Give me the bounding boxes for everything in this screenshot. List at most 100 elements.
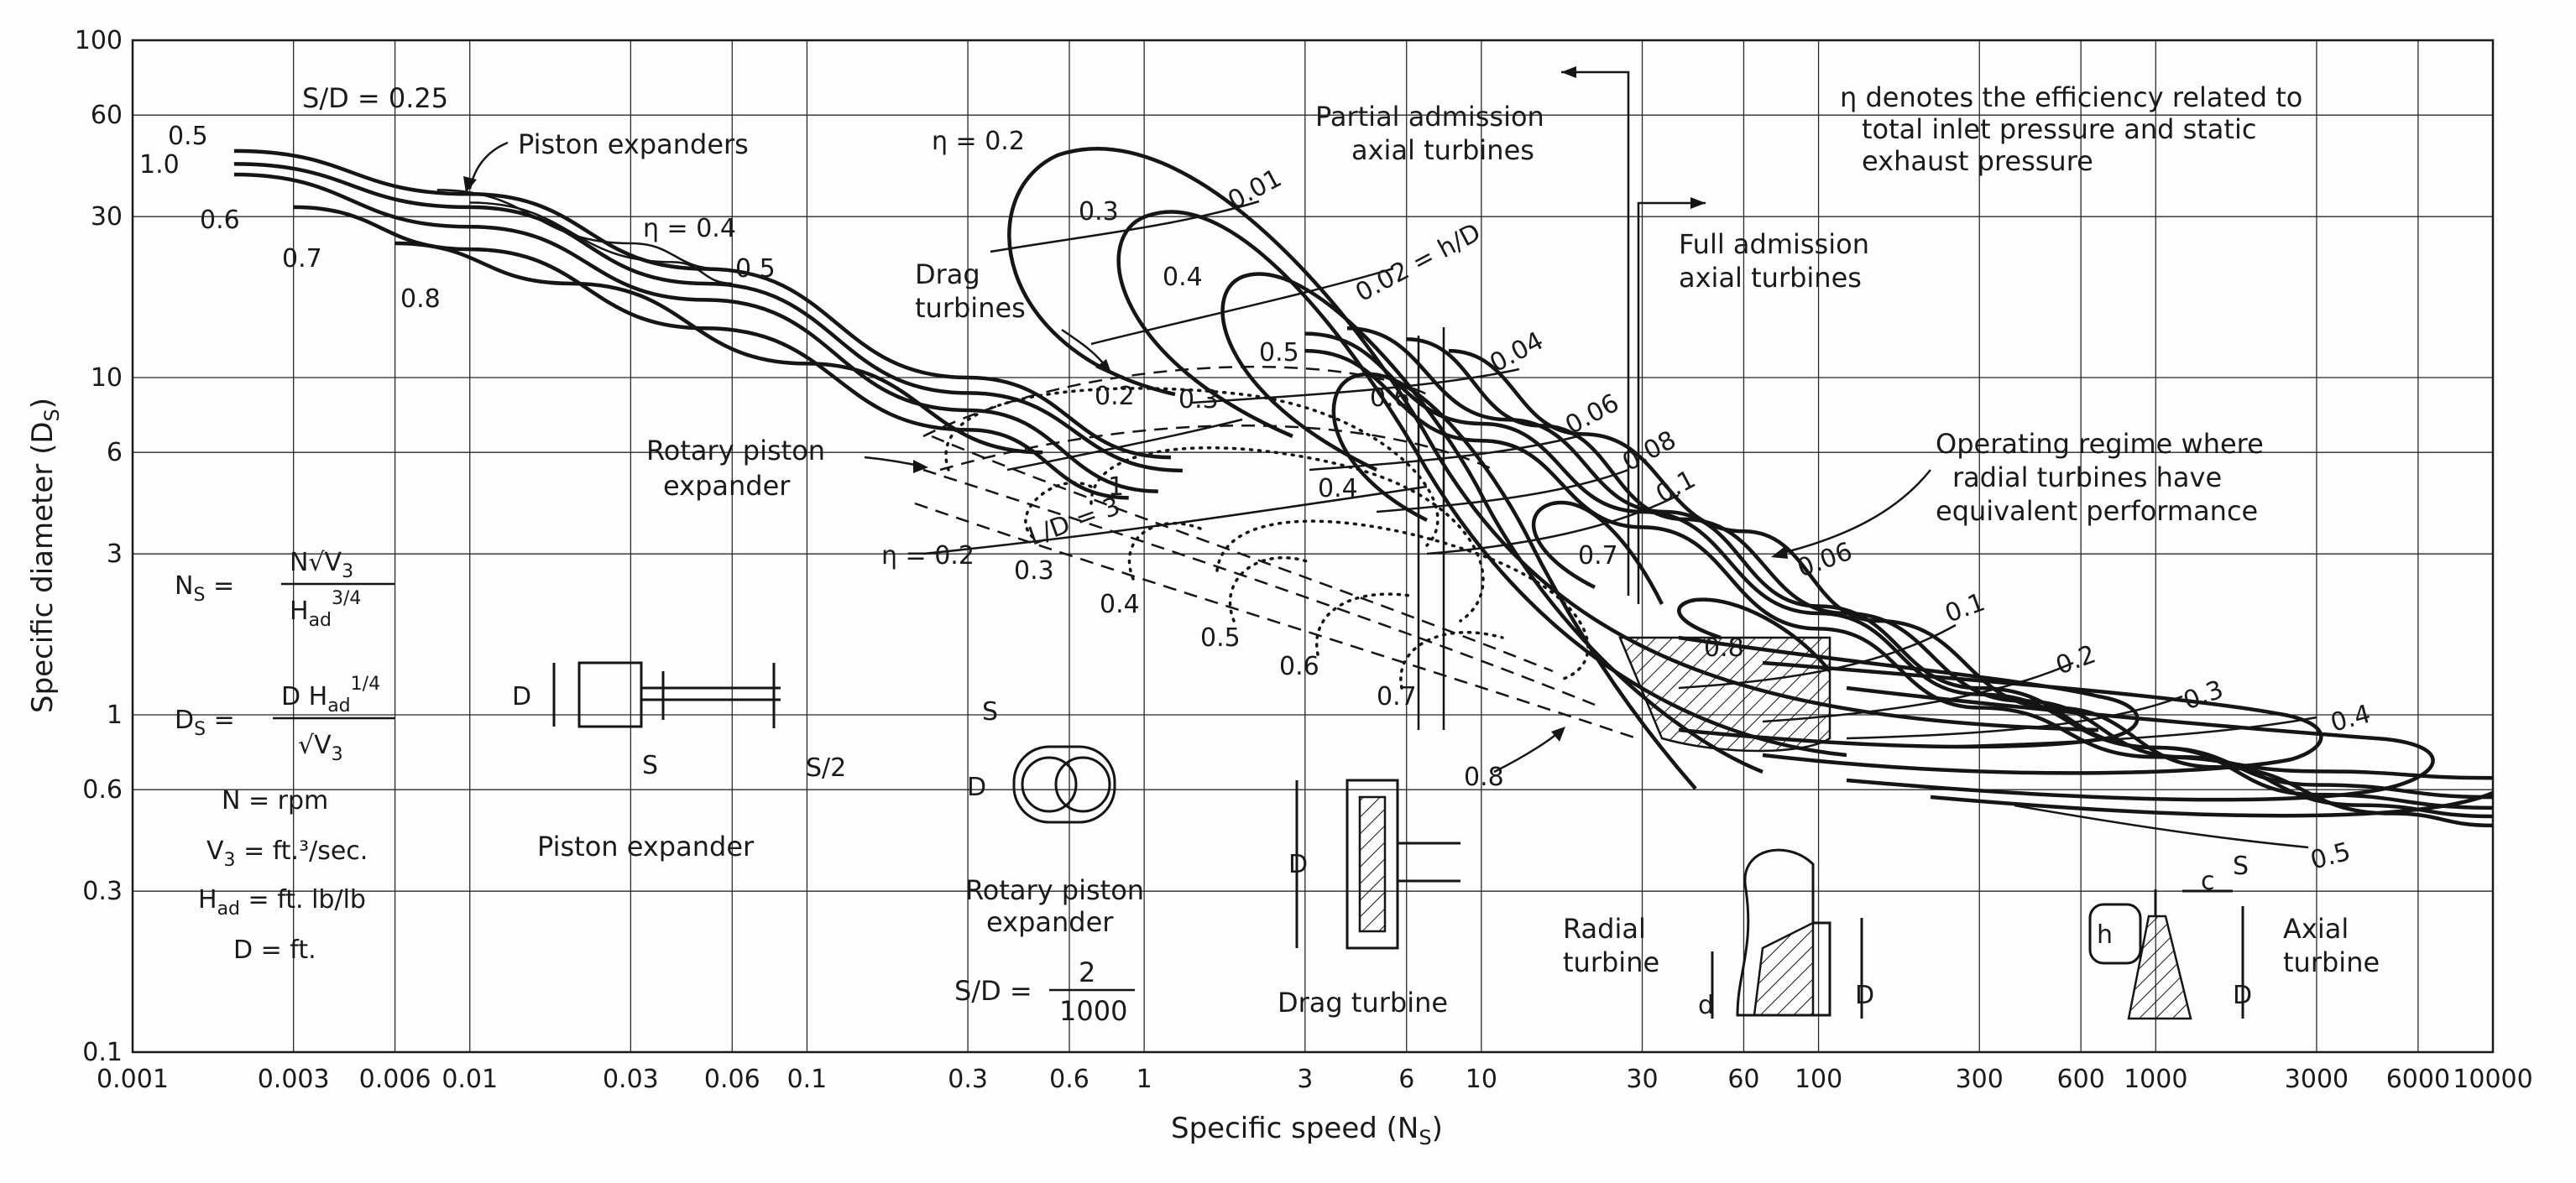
radial-turbine-sketch: d D Radial turbine — [1563, 848, 1874, 1020]
x-axis-title: Specific speed (NS) — [1171, 1112, 1443, 1149]
drag-envelope-1 — [922, 365, 1428, 438]
drag-caption: Drag turbine — [1278, 987, 1448, 1019]
loop-0-3 — [1762, 660, 2323, 775]
eta-0-02-line — [1090, 267, 1394, 346]
rotary-sd-left: S/D = — [954, 975, 1032, 1007]
rotary-d-label: D — [967, 773, 986, 802]
radial-0-3-line — [1846, 695, 2183, 740]
x-tick-label: 0.06 — [704, 1065, 760, 1094]
d-definition: D = ft. — [233, 935, 316, 965]
x-tick-label: 10000 — [2453, 1065, 2532, 1094]
axial-caption-1: Axial — [2283, 913, 2349, 945]
drag-envelope-2 — [939, 425, 1495, 472]
x-tick-label: 1000 — [2124, 1065, 2187, 1094]
drag-d-label: D — [1288, 850, 1308, 879]
eta-0-2-low-line — [922, 485, 1428, 555]
l-over-d-line — [1006, 418, 1243, 472]
x-tick-label: 6000 — [2386, 1065, 2450, 1094]
low-0-6-label: 0.6 — [1279, 652, 1319, 681]
ds-label: DS = — [175, 706, 235, 740]
rotary-dash-1 — [931, 435, 1554, 673]
low-0-3-label: 0.3 — [1014, 556, 1054, 586]
series-line-piston-2 — [233, 172, 1158, 493]
pointer-lines — [463, 66, 1931, 774]
piston-s2-label: S/2 — [806, 753, 846, 783]
piston-s-label: S — [642, 751, 658, 780]
series-line-piston-0 — [233, 162, 1183, 473]
piston-0-7-label: 0.7 — [282, 244, 322, 274]
radial-operating-regime — [1618, 636, 1831, 753]
eta-0-1-line — [1426, 493, 1680, 555]
piston-expander-sketch: D S S/2 Piston expander — [512, 661, 846, 862]
low-0-4-label: 0.4 — [1100, 590, 1140, 619]
piston-caption: Piston expander — [537, 831, 755, 862]
drag-0-3-label: 0.3 — [1178, 385, 1219, 414]
x-tick-label: 30 — [1626, 1065, 1658, 1094]
y-axis-title: Specific diameter (DS) — [26, 398, 64, 713]
dotted-arc-0-3 — [1024, 481, 1093, 539]
series-line-axial-envelope-7 — [1304, 348, 2494, 780]
piston-d-label: D — [512, 682, 531, 711]
axial-0-7-label: 0.7 — [1578, 541, 1618, 571]
loop-0-4 — [1846, 685, 2435, 802]
radial-d-small-label: d — [1698, 991, 1714, 1020]
rotary-caption-2: expander — [986, 906, 1114, 938]
ns-label: NS = — [175, 571, 234, 606]
piston-0-6-label: 0.6 — [200, 206, 240, 235]
eta-0-2-low-label: η = 0.2 — [881, 541, 974, 571]
dotted-ellipse-2 — [1089, 446, 1485, 623]
series-layer — [233, 149, 2494, 828]
rotary-dash-3 — [914, 502, 1638, 740]
rotary-caption-1: Rotary piston — [965, 874, 1144, 906]
s-over-d-label: S/D = 0.25 — [302, 82, 448, 114]
operating-regime-label-2: radial turbines have — [1952, 461, 2222, 493]
dotted-arc-0-6 — [1315, 592, 1412, 656]
dotted-ellipse-1 — [944, 387, 1440, 547]
eta-0-1-label: 0.1 — [1651, 465, 1701, 509]
rotary-piston-label-2: expander — [663, 470, 791, 502]
y-tick-label: 30 — [91, 202, 123, 232]
rotary-piston-label-1: Rotary piston — [646, 435, 825, 466]
efficiency-note-line-1: η denotes the efficiency related to — [1840, 81, 2302, 113]
x-tick-label: 0.6 — [1049, 1065, 1089, 1094]
full-admission-label-1: Full admission — [1679, 228, 1869, 260]
dotted-arc-0-5 — [1228, 556, 1311, 623]
axial-caption-2: turbine — [2283, 946, 2380, 978]
eta-0-08-line — [1376, 468, 1629, 513]
eta-0-04-line — [1191, 367, 1520, 404]
radial-d-label: D — [1855, 981, 1874, 1010]
radial-caption-2: turbine — [1563, 946, 1659, 978]
rotary-sd-num: 2 — [1079, 956, 1095, 988]
radial-0-5-line — [2014, 804, 2309, 849]
efficiency-note-line-3: exhaust pressure — [1862, 145, 2093, 177]
island-0-4 — [1116, 210, 1847, 758]
drag-0-4-label: 0.4 — [1318, 474, 1358, 503]
eta-0-01-label: 0.01 — [1223, 164, 1286, 216]
low-0-7-label: 0.7 — [1377, 682, 1417, 711]
label-0-8-pointer — [1493, 729, 1562, 774]
rotary-piston-sketch: S D Rotary piston expander S/D = 2 1000 — [954, 697, 1144, 1027]
dotted-arc-0-7 — [1399, 630, 1504, 690]
low-0-8-label: 0.8 — [1464, 763, 1504, 792]
axial-0-5-label: 0.5 — [1259, 338, 1299, 367]
x-tick-label: 0.03 — [603, 1065, 659, 1094]
piston-eff-0-5-label: 0.5 — [735, 254, 776, 284]
plot-frame — [131, 39, 2495, 1054]
axial-0-8-label: 0.8 — [1704, 633, 1744, 663]
axial-0-6-label: 0.6 — [1370, 383, 1410, 413]
axial-turbine-sketch: h c S D Axial turbine — [2088, 852, 2380, 1020]
x-tick-label: 300 — [1956, 1065, 2004, 1094]
ds-denominator: √V3 — [298, 731, 343, 765]
radial-0-4-line — [1930, 716, 2317, 748]
series-line-piston-efficiency-5 — [469, 201, 733, 285]
partial-admission-label-1: Partial admission — [1315, 101, 1544, 133]
efficiency-note-line-2: total inlet pressure and static — [1862, 113, 2256, 145]
axial-0-3-label: 0.3 — [1079, 197, 1119, 227]
series-line-axial-envelope-9 — [1346, 326, 2494, 810]
drag-turbine-sketch: D Drag turbine — [1278, 779, 1460, 1019]
equations-legend: NS = N√V3 Had3/4 DS = D Had1/4 √V3 N = r… — [175, 548, 394, 965]
y-tick-label: 0.3 — [82, 877, 123, 906]
radial-0-5-label: 0.5 — [2307, 837, 2354, 876]
y-tick-label: 1 — [107, 701, 123, 730]
